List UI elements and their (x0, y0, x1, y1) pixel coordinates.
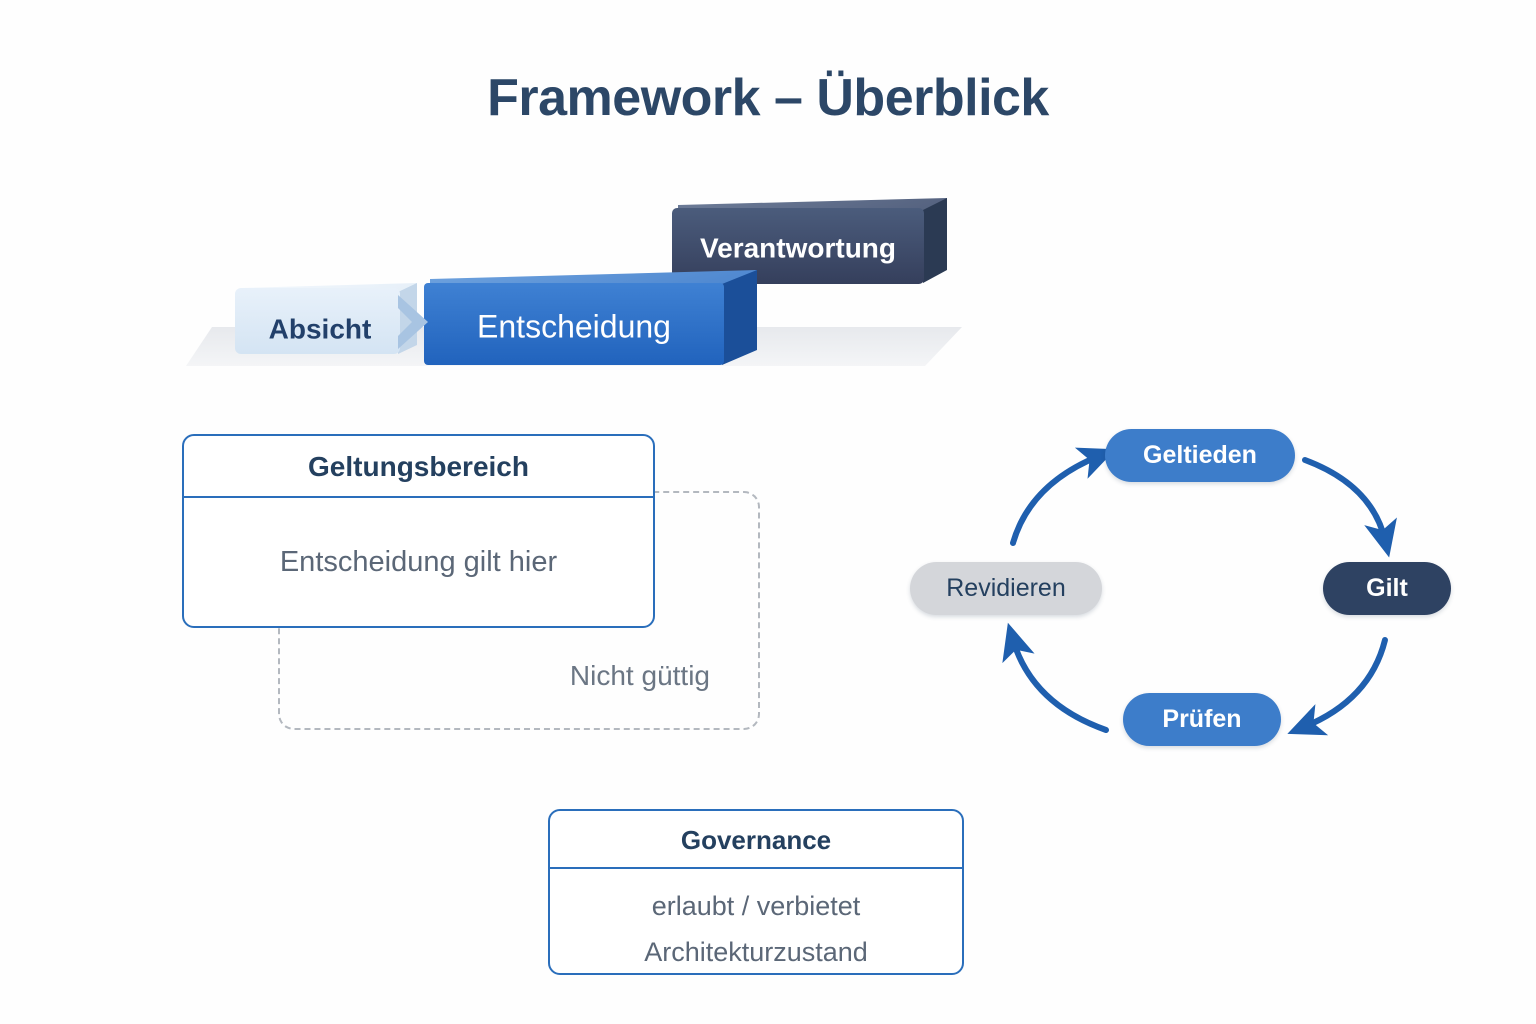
stair-base-platform (186, 327, 962, 366)
stair-label-absicht: Absicht (269, 313, 372, 344)
cycle-node-label: Prüfen (1162, 705, 1242, 733)
cycle-arrows (1002, 447, 1397, 736)
cycle-arrow-right-bottom (1287, 637, 1388, 736)
governance-line-1: erlaubt / verbietet (651, 891, 861, 921)
governance-card: Governance erlaubt / verbietet Architekt… (548, 809, 964, 975)
scope-card-body: Entscheidung gilt hier (279, 546, 558, 578)
cycle-node-label: Geltieden (1143, 441, 1257, 469)
stair-step-verantwortung: Verantwortung (672, 198, 947, 284)
cycle-node-pruefen[interactable]: Prüfen (1123, 693, 1281, 746)
stair-step-entscheidung: Entscheidung (424, 270, 757, 365)
cycle-arrow-bottom-left (1002, 622, 1109, 733)
cycle-node-revidieren[interactable]: Revidieren (910, 562, 1102, 615)
cycle-node-label: Gilt (1366, 574, 1408, 602)
cycle-node-label: Revidieren (946, 574, 1066, 602)
cycle-diagram: Geltieden Gilt Prüfen Revidieren (880, 400, 1500, 790)
cycle-node-geltieden[interactable]: Geltieden (1105, 429, 1295, 482)
stair-label-verantwortung: Verantwortung (700, 232, 896, 263)
scope-card-header: Geltungsbereich (184, 436, 653, 498)
cycle-arrow-top-right (1302, 457, 1397, 558)
stair-chevron-icon (398, 295, 428, 349)
cycle-node-gilt[interactable]: Gilt (1323, 562, 1451, 615)
governance-card-header: Governance (550, 811, 962, 869)
governance-card-body: erlaubt / verbietet Architekturzustand (550, 869, 962, 973)
scope-outside-label: Nicht güttig (569, 660, 710, 691)
cycle-arrow-left-top (1010, 447, 1116, 546)
scope-card: Geltungsbereich Entscheidung gilt hier (182, 434, 655, 628)
governance-line-2: Architekturzustand (644, 937, 868, 967)
page-title: Framework – Überblick (487, 69, 1049, 127)
stair-step-absicht: Absicht (235, 283, 428, 354)
stair-label-entscheidung: Entscheidung (477, 308, 671, 344)
